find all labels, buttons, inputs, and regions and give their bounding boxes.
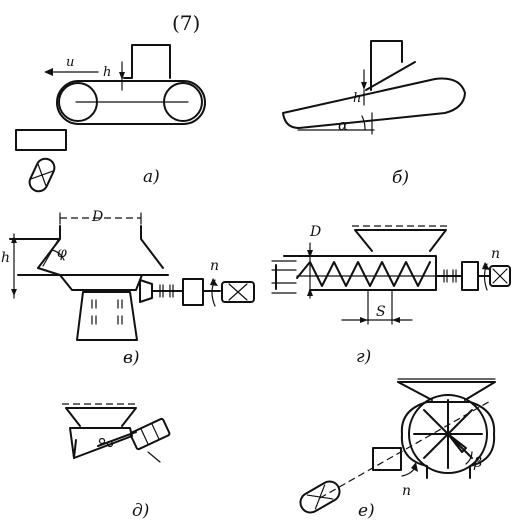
reducer-box [372, 447, 402, 471]
gap-arrowhead [361, 82, 367, 90]
rotor-sector [447, 433, 467, 453]
rotor [408, 394, 488, 474]
panel-a-caption: а) [143, 167, 160, 187]
hopper [9, 225, 164, 269]
height-label: h [1, 250, 10, 266]
screw-flight [296, 261, 431, 287]
rotation-label: n [491, 246, 500, 262]
angle-arc [361, 115, 366, 131]
rotation-label: n [402, 483, 411, 499]
motor-icon [28, 157, 56, 193]
rotation-label: n [210, 258, 219, 274]
hopper [65, 407, 137, 427]
panel-g-screw-feeder: D S n г) [271, 224, 511, 367]
panel-a-belt-feeder: h u а) [15, 44, 206, 193]
hopper [397, 381, 496, 401]
motor-icon [489, 265, 511, 287]
pulley-right [163, 82, 203, 122]
angle-label: β [473, 455, 482, 471]
speed-arrowhead [44, 68, 53, 76]
speed-label: u [66, 55, 74, 70]
panel-d-caption: д) [132, 501, 149, 521]
angle-label: φ [57, 245, 67, 261]
bevel-gear [139, 279, 153, 303]
gap-arrowhead [119, 72, 125, 80]
vibrator-unit [129, 417, 171, 451]
pedestal [59, 274, 143, 291]
height-label: h [353, 91, 361, 106]
diameter-label: D [91, 209, 103, 225]
bearing-marks [91, 299, 123, 325]
figure-number: (7) [172, 11, 200, 35]
panel-v-disc-feeder: D h φ n в) [1, 209, 255, 368]
screw-casing [275, 255, 437, 291]
receiver-box [15, 129, 67, 151]
motor-icon [221, 281, 255, 303]
pitch-label: S [376, 304, 386, 320]
inclined-trough [282, 77, 466, 129]
panel-e-caption: е) [358, 501, 375, 521]
motor-icon [299, 480, 341, 514]
angle-label: α [338, 116, 348, 134]
reducer-box [182, 278, 204, 306]
belt [56, 80, 206, 125]
hopper [123, 44, 171, 79]
panel-v-caption: в) [123, 348, 140, 368]
reducer-box [461, 261, 479, 291]
hopper [354, 229, 447, 252]
panel-b-caption: б) [392, 168, 409, 188]
rotor-vanes [413, 399, 483, 469]
height-label: h [103, 65, 111, 80]
pulley-left [58, 82, 98, 122]
panel-g-caption: г) [356, 347, 371, 367]
panel-d-vibratory-feeder: д) [62, 403, 171, 521]
panel-b-inclined-feeder: h α б) [282, 40, 466, 188]
hopper [365, 40, 416, 91]
diameter-label: D [309, 224, 321, 240]
panel-e-rotary-feeder: β n е) [299, 378, 496, 521]
